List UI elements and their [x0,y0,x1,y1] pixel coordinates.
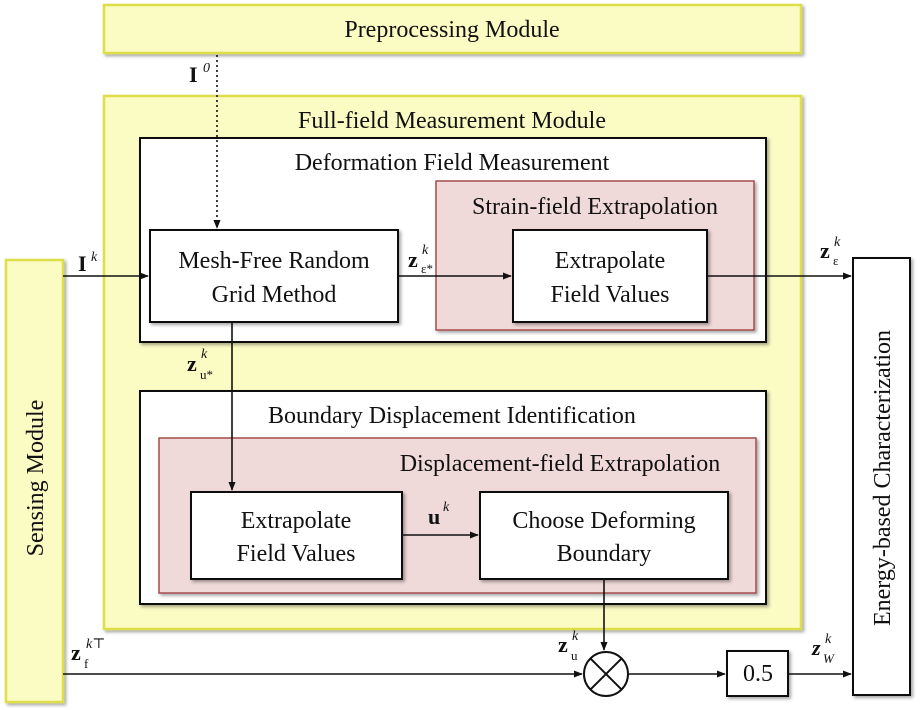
signal-Ik: I k [78,250,98,276]
strain-extrap-line1: Extrapolate [555,248,666,274]
preprocessing-module: Preprocessing Module [102,3,803,55]
svg-text:f: f [84,656,89,671]
strain-title: Strain-field Extrapolation [472,194,718,220]
svg-text:z: z [558,632,568,657]
energy-label: Energy-based Characterization [870,330,896,626]
boundary-title: Boundary Displacement Identification [268,403,636,429]
svg-text:k: k [201,347,208,362]
gain-value: 0.5 [743,661,773,687]
multiplier-node [583,651,629,697]
svg-text:u: u [428,504,440,529]
disp-extrap-line1: Extrapolate [241,508,352,534]
svg-text:ε*: ε* [421,261,433,276]
svg-text:k⊤: k⊤ [86,637,105,652]
signal-z-u-star: z k u* [187,347,213,382]
svg-text:z: z [187,351,197,376]
svg-text:k: k [422,243,429,258]
choose-line2: Boundary [557,541,652,567]
svg-text:k: k [834,235,841,250]
strain-extrap-line2: Field Values [551,282,670,308]
svg-text:k: k [443,500,450,515]
mesh-line2: Grid Method [212,282,337,308]
energy-based-characterization: Energy-based Characterization [852,257,911,696]
choose-line1: Choose Deforming [512,508,695,534]
gain-block: 0.5 [726,650,789,697]
disp-extrapolate-block: Extrapolate Field Values [190,491,403,580]
svg-text:u*: u* [200,367,213,382]
svg-text:z: z [408,247,418,272]
signal-z-W: z k W [811,632,835,666]
svg-text:z: z [820,238,830,263]
svg-text:I: I [78,251,87,276]
svg-text:z: z [811,635,821,660]
sensing-module: Sensing Module [4,258,65,704]
connectors [63,55,852,678]
full-field-label: Full-field Measurement Module [298,108,606,134]
signal-z-f: z k⊤ f [71,637,105,671]
deformation-title: Deformation Field Measurement [295,150,610,176]
svg-text:I: I [189,62,198,87]
svg-text:z: z [71,640,81,665]
svg-text:k: k [91,250,98,265]
strain-extrapolate-block: Extrapolate Field Values [512,229,708,323]
svg-text:k: k [825,632,832,647]
svg-text:ε: ε [833,253,839,268]
disp-title: Displacement-field Extrapolation [400,451,721,477]
svg-text:u: u [571,648,578,663]
choose-deforming-boundary-block: Choose Deforming Boundary [479,491,729,580]
signal-z-u: z k u [558,629,579,663]
signal-uk: u k [428,500,450,529]
svg-text:k: k [572,629,579,644]
mesh-line1: Mesh-Free Random [178,248,370,274]
svg-text:W: W [823,651,835,666]
preprocessing-label: Preprocessing Module [344,17,559,43]
signal-z-eps: z k ε [820,235,841,268]
disp-extrap-line2: Field Values [237,541,356,567]
signal-z-eps-star: z k ε* [408,243,433,276]
svg-text:0: 0 [203,61,210,76]
mesh-free-random-grid-block: Mesh-Free Random Grid Method [149,229,399,323]
signal-I0: I 0 [189,61,210,87]
sensing-label: Sensing Module [23,400,49,557]
